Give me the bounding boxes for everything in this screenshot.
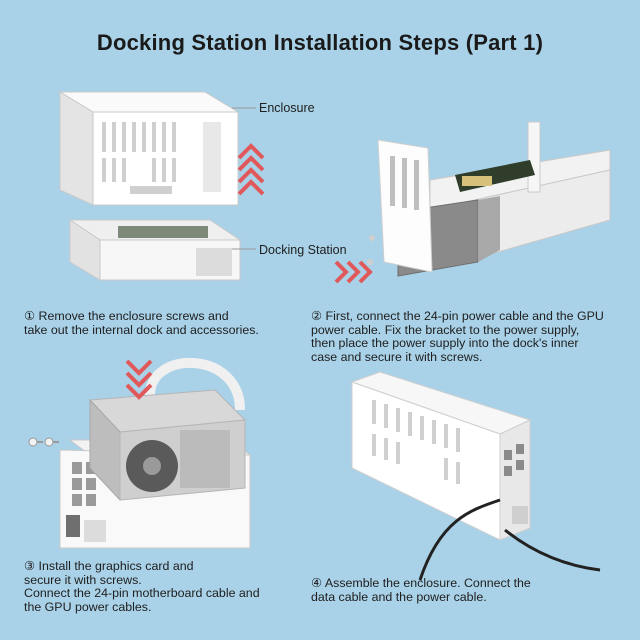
right-arrow-icon bbox=[334, 260, 373, 284]
up-arrow-icon bbox=[237, 143, 265, 196]
enclosure-label: Enclosure bbox=[259, 101, 315, 115]
step-2-text: ② First, connect the 24-pin power cable … bbox=[311, 309, 604, 364]
step-1-text: ① Remove the enclosure screws and take o… bbox=[24, 309, 259, 337]
docking-station-label: Docking Station bbox=[259, 243, 347, 257]
label-leader-enclosure bbox=[232, 107, 256, 109]
step-3-text: ③ Install the graphics card and secure i… bbox=[24, 559, 260, 614]
down-arrow-icon bbox=[125, 359, 153, 400]
screw-icon bbox=[28, 437, 59, 447]
label-leader-dock bbox=[232, 248, 256, 250]
step-4-text: ④ Assemble the enclosure. Connect the da… bbox=[311, 576, 531, 604]
page-title: Docking Station Installation Steps (Part… bbox=[96, 30, 544, 55]
